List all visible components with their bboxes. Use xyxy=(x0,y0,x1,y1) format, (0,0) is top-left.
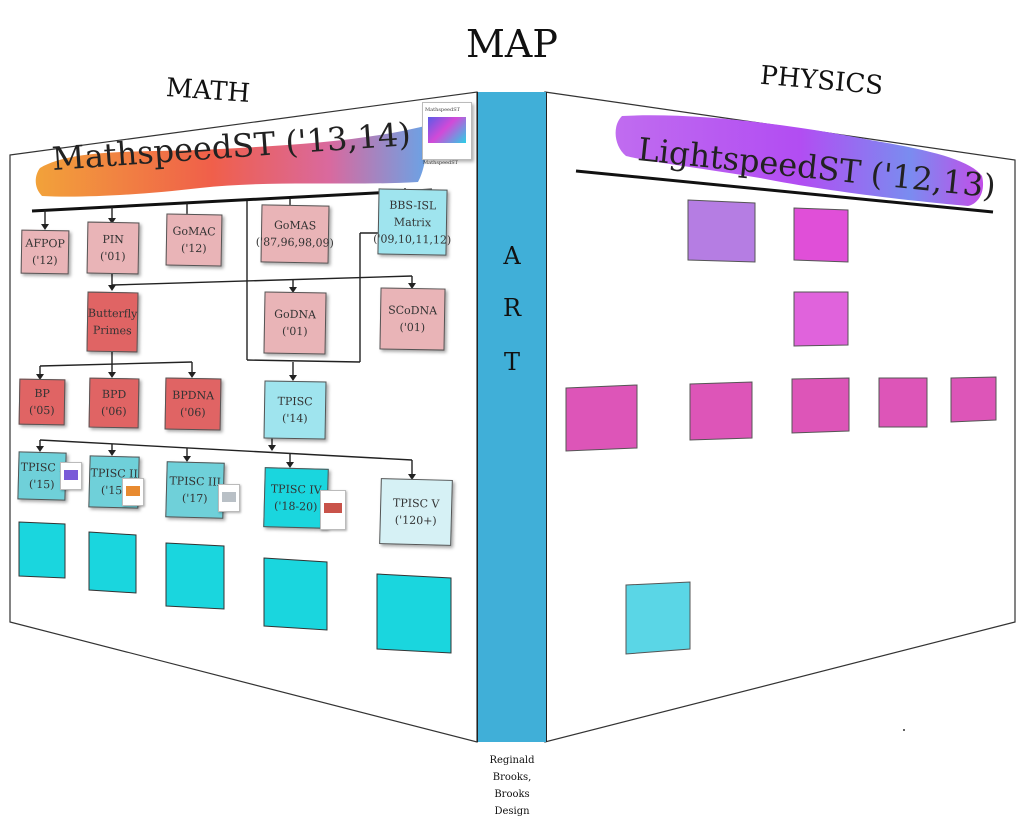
art-spine: A R T Reginald Brooks, Brooks Design xyxy=(477,92,547,817)
thumbnail-caption: MathspeedST xyxy=(423,160,458,166)
node-godna: GoDNA('01) xyxy=(263,291,327,355)
physics-squares xyxy=(565,199,997,655)
math-banner-brush xyxy=(35,126,428,197)
physics-square xyxy=(689,381,753,441)
author-credit: Reginald Brooks, Brooks Design xyxy=(489,755,535,817)
node-tpisc: TPISC('14) xyxy=(263,380,327,440)
node-gomas: GoMAS('87,96,98,09) xyxy=(256,204,334,264)
spine-letter-t: T xyxy=(503,348,520,376)
node-tpisc-iii: TPISC III('17) xyxy=(165,461,225,519)
physics-square xyxy=(687,199,756,263)
math-underline xyxy=(31,188,433,213)
math-empty-square xyxy=(376,573,452,654)
physics-square xyxy=(950,376,997,423)
node-tpisc-iv: TPISC IV('18-20) xyxy=(263,467,329,529)
tpisc-iv-thumbnail xyxy=(320,490,346,530)
node-bp: BP('05) xyxy=(18,378,66,426)
spine-letter-r: R xyxy=(502,294,522,322)
physics-square xyxy=(878,377,928,428)
node-afpop: AFPOP('12) xyxy=(20,229,70,275)
math-empty-square xyxy=(165,542,225,610)
tpisc-iii-thumbnail xyxy=(218,484,240,512)
math-empty-square xyxy=(263,557,328,631)
node-gomac: GoMAC('12) xyxy=(165,213,223,267)
math-empty-square xyxy=(88,531,137,594)
node-bpdna: BPDNA('06) xyxy=(164,377,222,431)
physics-underline xyxy=(575,169,994,214)
node-tpisc-v: TPISC V('120+) xyxy=(379,478,453,546)
math-bottom-squares xyxy=(18,521,452,654)
tpisc-i-thumbnail xyxy=(60,462,82,490)
mathspeedst-cover-thumbnail: MathspeedST xyxy=(422,102,472,160)
physics-square xyxy=(565,384,638,452)
tpisc-ii-thumbnail xyxy=(122,478,144,506)
node-bpd: BPD('06) xyxy=(88,377,140,429)
panel-walls xyxy=(9,91,1016,743)
physics-banner-brush xyxy=(615,115,984,206)
map-title: MAP xyxy=(466,22,558,66)
physics-square xyxy=(793,291,849,347)
physics-square xyxy=(793,207,849,263)
thumbnail-art xyxy=(428,117,466,143)
physics-square xyxy=(791,377,850,434)
spine-letter-a: A xyxy=(503,242,521,270)
connector-lines xyxy=(39,188,413,474)
concept-map-canvas: MAP MATH PHYSICS xyxy=(9,22,1016,817)
node-pin: PIN('01) xyxy=(86,221,140,275)
node-scodna: SCoDNA('01) xyxy=(379,287,446,351)
thumbnail-title: MathspeedST xyxy=(425,107,460,113)
stray-dot xyxy=(903,729,905,731)
physics-square xyxy=(625,581,691,655)
math-empty-square xyxy=(18,521,66,579)
